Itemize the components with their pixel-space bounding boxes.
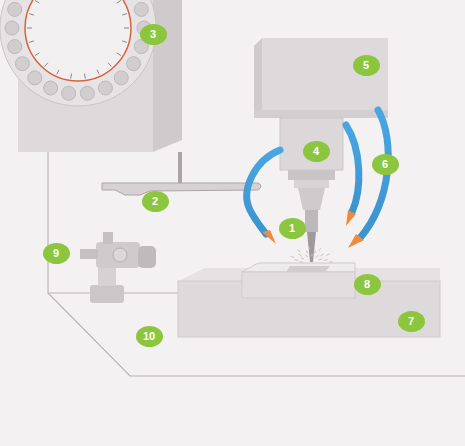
coolant-hose bbox=[247, 110, 388, 238]
chips bbox=[290, 247, 333, 262]
machine-frame bbox=[48, 120, 465, 376]
tool-change-arm bbox=[102, 152, 261, 195]
tool-magazine bbox=[0, 0, 182, 152]
coolant-nozzle bbox=[262, 210, 364, 248]
callout-number: 8 bbox=[354, 274, 381, 295]
callout-number: 3 bbox=[140, 24, 167, 45]
tool-presetter bbox=[80, 232, 156, 303]
callout-number: 9 bbox=[43, 243, 70, 264]
callout-number: 5 bbox=[353, 55, 380, 76]
callout-number: 6 bbox=[372, 154, 399, 175]
callout-number: 1 bbox=[279, 218, 306, 239]
workpiece bbox=[242, 263, 355, 298]
callout-number: 2 bbox=[142, 191, 169, 212]
callout-number: 10 bbox=[136, 326, 163, 347]
machine-table bbox=[178, 268, 440, 337]
callout-number: 4 bbox=[303, 141, 330, 162]
callout-number: 7 bbox=[398, 311, 425, 332]
